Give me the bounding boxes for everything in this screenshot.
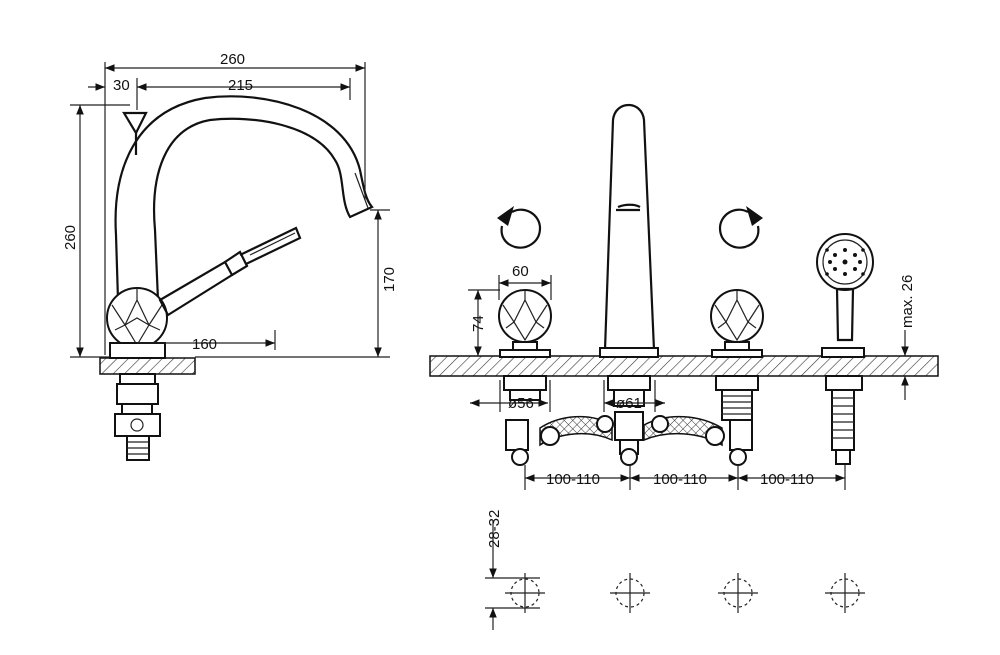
dim-handle-height: 74 — [470, 315, 487, 332]
rotate-cw-icon — [718, 208, 760, 249]
side-view: 260 30 215 260 170 160 — [62, 51, 398, 461]
dim-handle-reach: 160 — [192, 336, 217, 353]
mounting-hole — [825, 573, 865, 613]
dim-total-width: 260 — [220, 51, 245, 68]
rotate-ccw-icon — [500, 208, 542, 249]
hole-pattern: 28-32 — [485, 510, 865, 630]
dim-spacing-3: 100-110 — [760, 471, 814, 488]
mounting-hole — [718, 573, 758, 613]
side-deck — [99, 357, 196, 375]
side-handshower — [158, 260, 234, 317]
mounting-hole — [610, 573, 650, 613]
dim-handle-width: 60 — [512, 263, 529, 280]
dim-base-diameter-1: ø56 — [508, 395, 534, 412]
dim-spacing-1: 100-110 — [546, 471, 600, 488]
dim-spout-reach: 215 — [228, 77, 253, 94]
mounting-hole — [505, 573, 545, 613]
dim-hole-diameter: 28-32 — [486, 510, 503, 548]
front-deck — [429, 355, 939, 377]
dim-spout-height: 170 — [381, 267, 398, 292]
dim-height: 260 — [62, 225, 79, 250]
front-spout — [603, 104, 656, 351]
side-lever — [122, 111, 148, 136]
dim-max-thickness: max. 26 — [899, 275, 916, 328]
dim-spacing-2: 100-110 — [653, 471, 707, 488]
front-view: 60 74 max. 26 ø56 ø61 100-110 100-110 10… — [429, 104, 939, 490]
dim-base-diameter-2: ø61 — [616, 395, 642, 412]
dim-offset: 30 — [113, 77, 130, 94]
side-spout — [114, 95, 374, 301]
